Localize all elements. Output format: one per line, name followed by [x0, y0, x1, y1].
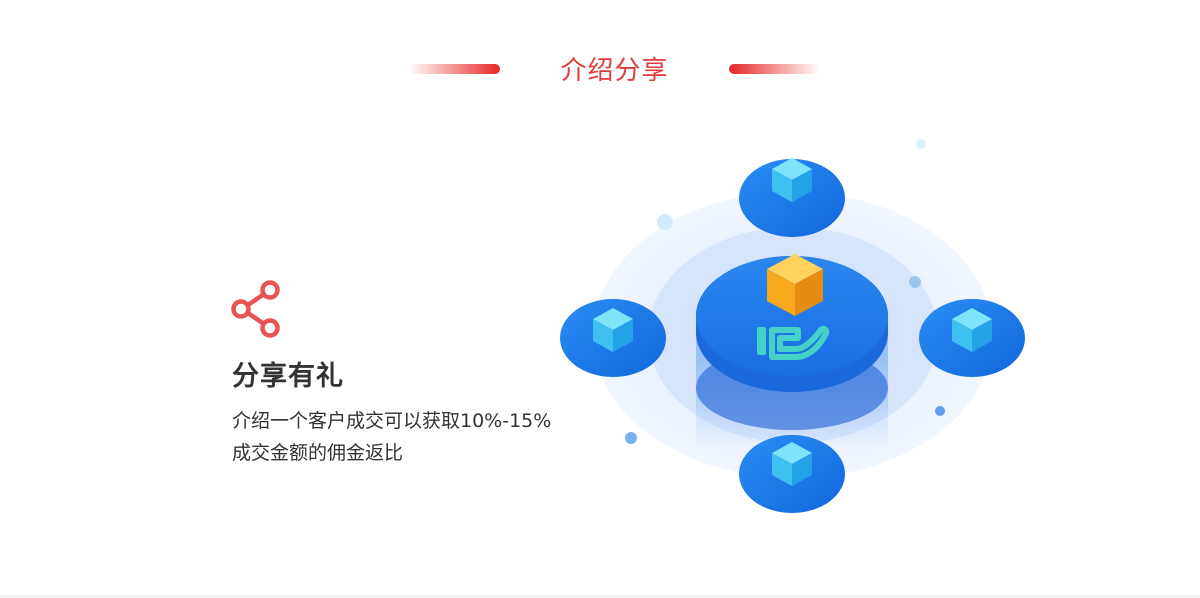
- commission-platform-illustration: [560, 139, 1025, 513]
- share-icon: [231, 280, 280, 338]
- blue-cube-icon: [952, 308, 992, 352]
- top-node: [739, 158, 845, 237]
- header-right-decoration: [729, 64, 821, 74]
- right-node: [919, 299, 1025, 377]
- bottom-divider: [0, 595, 1200, 598]
- feature-description-line: 介绍一个客户成交可以获取10%-15%: [232, 410, 552, 432]
- section-title: 介绍分享: [560, 56, 669, 86]
- feature-description: 介绍一个客户成交可以获取10%-15% 成交金额的佣金返比: [232, 405, 622, 469]
- blue-cube-icon: [772, 442, 812, 486]
- bottom-node: [739, 435, 845, 513]
- feature-title: 分享有礼: [232, 361, 344, 392]
- section-header: 介绍分享: [0, 44, 1200, 94]
- blue-cube-icon: [772, 158, 812, 202]
- gold-cube-icon: [767, 254, 823, 316]
- feature-description-line: 成交金额的佣金返比: [232, 442, 404, 464]
- blue-cube-icon: [593, 308, 633, 352]
- header-left-decoration: [408, 64, 500, 74]
- left-node: [560, 299, 666, 377]
- hand-with-coin-icon: [757, 325, 830, 360]
